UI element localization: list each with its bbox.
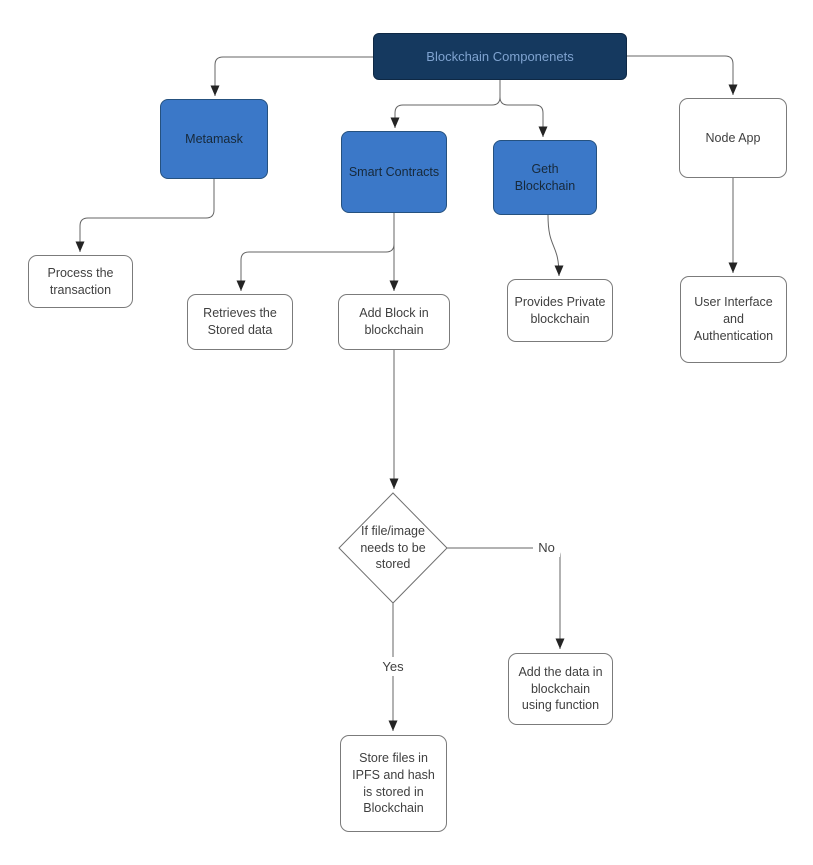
node-retrieves-stored-data: Retrieves the Stored data <box>187 294 293 350</box>
node-add-block: Add Block in blockchain <box>338 294 450 350</box>
connector-geth-provides <box>547 214 564 277</box>
connector-smartcontracts-retrieves <box>236 243 395 291</box>
node-add-data-function: Add the data in blockchain using functio… <box>508 653 613 725</box>
connector-metamask-process <box>75 179 215 252</box>
edge-label-no: No <box>533 538 560 557</box>
node-process-transaction: Process the transaction <box>28 255 133 308</box>
connector-root-nodeapp <box>627 55 738 95</box>
node-smart-contracts: Smart Contracts <box>341 131 447 213</box>
node-blockchain-components: Blockchain Componenets <box>373 33 627 80</box>
decision-diamond-shape <box>338 492 448 604</box>
connector-root-geth <box>499 80 548 137</box>
connector-root-smartcontracts <box>390 80 501 128</box>
edge-label-yes: Yes <box>377 657 409 676</box>
node-user-interface-authentication: User Interface and Authentication <box>680 276 787 363</box>
node-node-app: Node App <box>679 98 787 178</box>
decision-diamond-label: If file/image needs to be stored <box>360 523 426 572</box>
node-geth-blockchain: Geth Blockchain <box>493 140 597 215</box>
connector-root-metamask <box>210 56 373 96</box>
node-provides-private-blockchain: Provides Private blockchain <box>507 279 613 342</box>
node-metamask: Metamask <box>160 99 268 179</box>
connector-decision-no-adddata <box>447 547 565 649</box>
node-store-files-ipfs: Store files in IPFS and hash is stored i… <box>340 735 447 832</box>
